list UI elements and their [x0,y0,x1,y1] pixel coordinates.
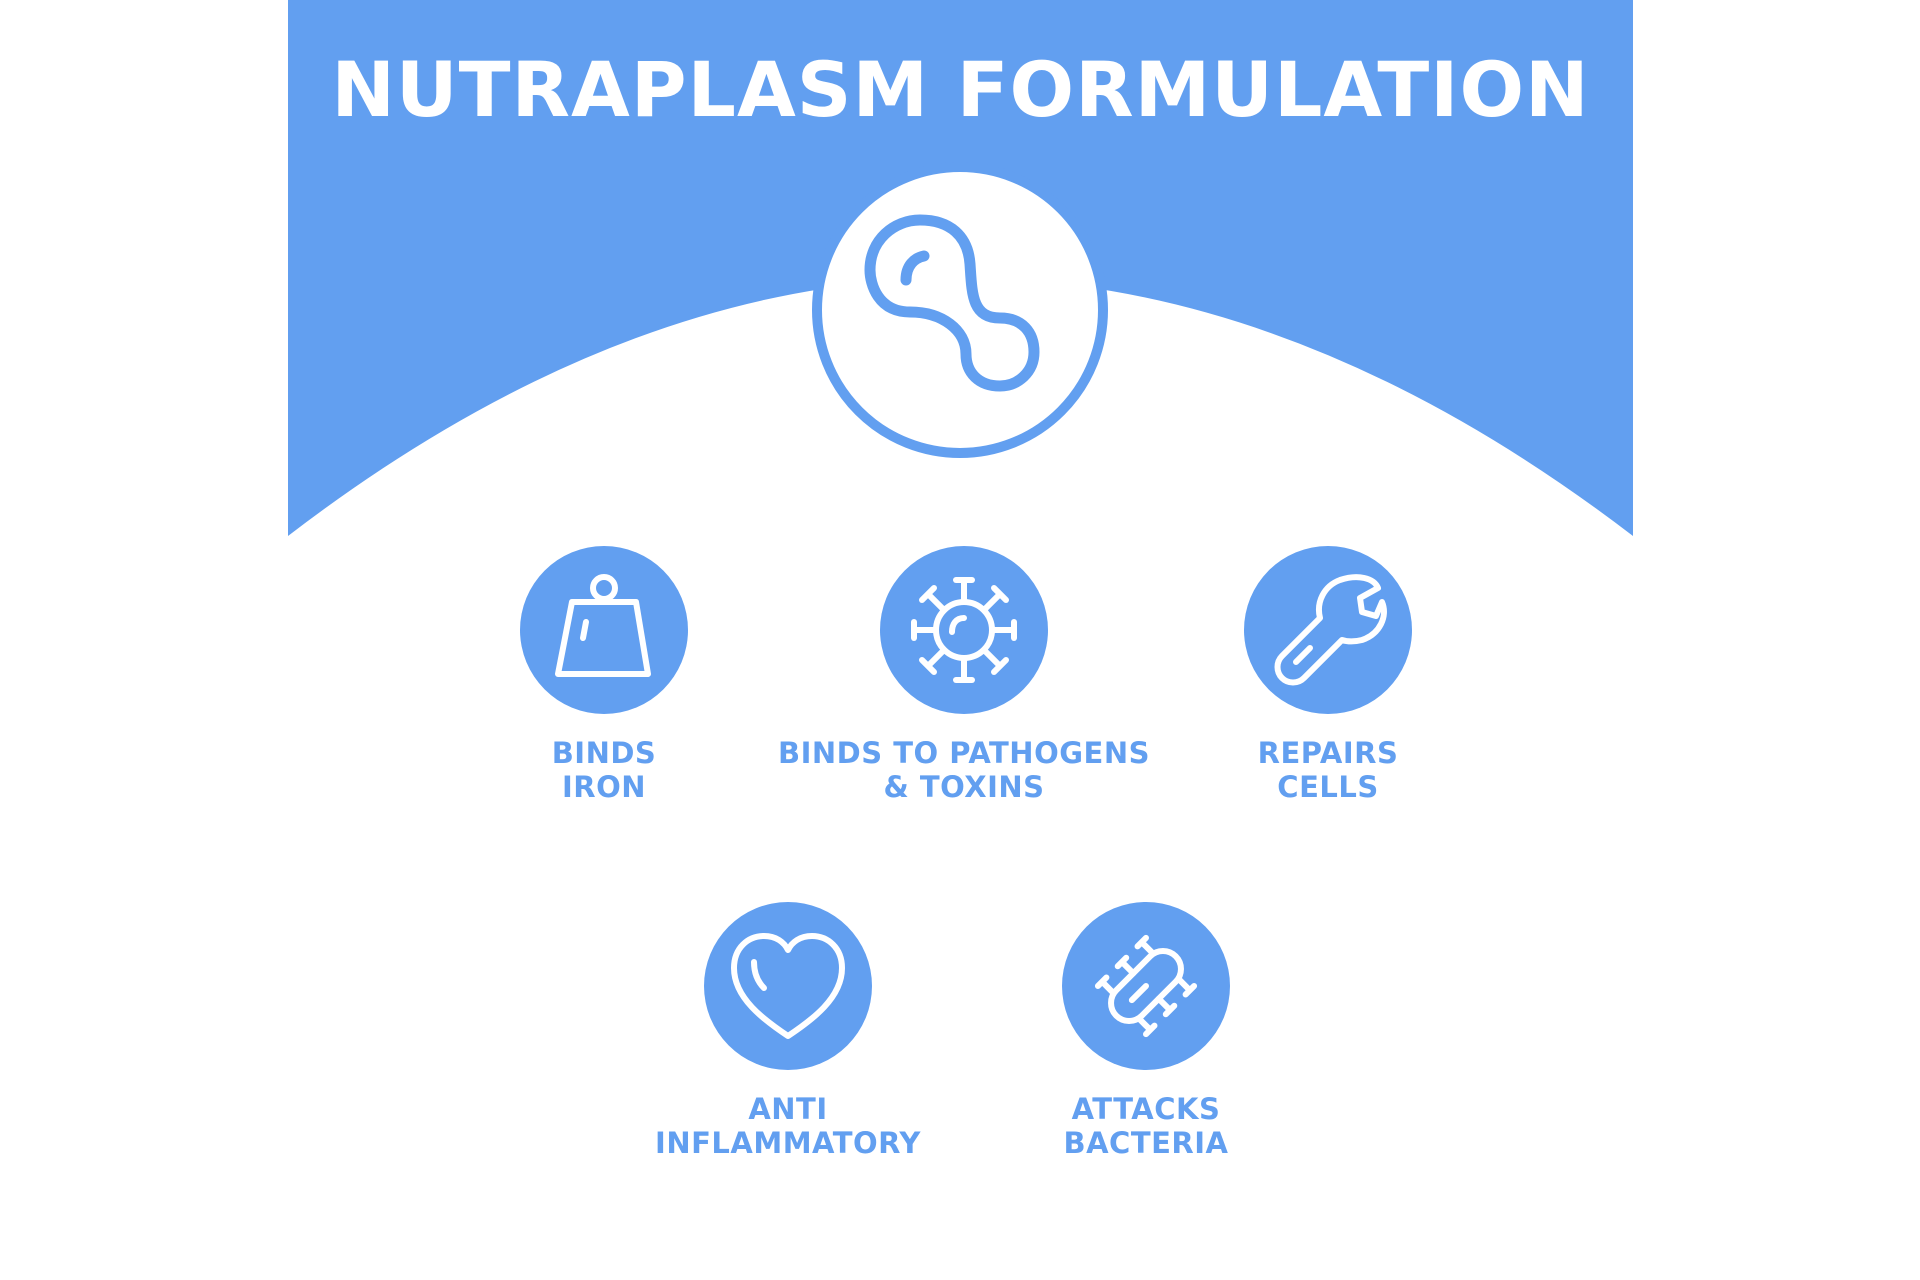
feature-label-binds-iron: BINDS IRON [551,736,657,804]
binds-iron-icon [520,546,688,714]
bacteria-icon [1062,902,1230,1070]
hero-bacterium-icon [810,160,1110,460]
feature-label-repairs-cells: REPAIRS CELLS [1257,736,1399,804]
page-title: NUTRAPLASM FORMULATION [331,45,1590,134]
feature-label-binds-pathogens: BINDS TO PATHOGENS & TOXINS [777,736,1150,804]
heart-icon [704,902,872,1070]
feature-label-attacks-bacteria: ATTACKS BACTERIA [1063,1092,1229,1160]
wrench-icon [1244,546,1412,714]
virus-icon [880,546,1048,714]
feature-label-anti-inflammatory: ANTI INFLAMMATORY [655,1092,921,1160]
